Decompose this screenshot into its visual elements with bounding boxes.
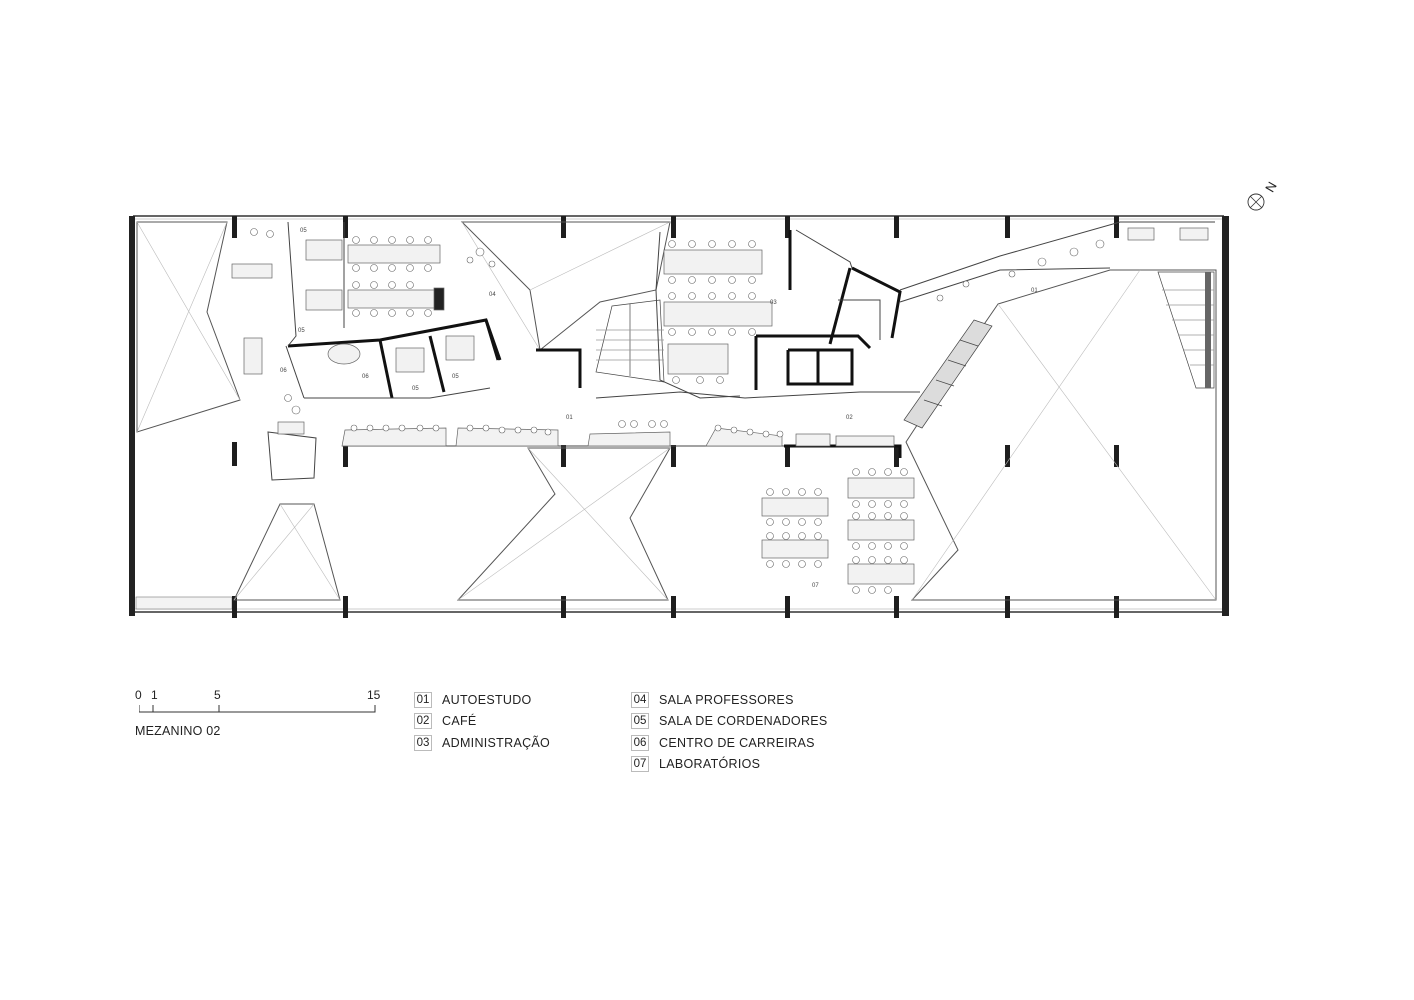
legend-item: 05 SALA DE CORDENADORES bbox=[631, 711, 828, 733]
room-tag: 06 bbox=[362, 374, 369, 380]
room-tag: 05 bbox=[452, 374, 459, 380]
legend-number: 06 bbox=[631, 734, 649, 751]
north-label: N bbox=[1262, 179, 1280, 195]
room-tag: 01 bbox=[1031, 288, 1038, 294]
legend-label: CAFÉ bbox=[442, 714, 477, 729]
plan-title: MEZANINO 02 bbox=[135, 724, 221, 738]
building-outline bbox=[129, 215, 1229, 616]
scale-tick-label: 0 bbox=[135, 688, 142, 702]
legend-label: SALA DE CORDENADORES bbox=[659, 714, 828, 729]
legend-item: 02 CAFÉ bbox=[414, 711, 550, 733]
scale-tick-label: 5 bbox=[214, 688, 221, 702]
room-tag: 06 bbox=[280, 368, 287, 374]
legend-item: 04 SALA PROFESSORES bbox=[631, 689, 828, 711]
room-tag: 03 bbox=[770, 300, 777, 306]
legend-label: ADMINISTRAÇÃO bbox=[442, 735, 551, 750]
legend-item: 01 AUTOESTUDO bbox=[414, 689, 550, 711]
legend-item: 03 ADMINISTRAÇÃO bbox=[414, 732, 550, 754]
legend-column-right: 04 SALA PROFESSORES 05 SALA DE CORDENADO… bbox=[631, 689, 828, 775]
room-tag: 05 bbox=[412, 386, 419, 392]
legend-number: 04 bbox=[631, 691, 649, 708]
columns bbox=[232, 216, 1119, 618]
legend-number: 05 bbox=[631, 713, 649, 730]
legend-number: 03 bbox=[414, 734, 432, 751]
north-arrow: N bbox=[1247, 179, 1280, 211]
chairs bbox=[250, 228, 1105, 594]
legend-column-left: 01 AUTOESTUDO 02 CAFÉ 03 ADMINISTRAÇÃO bbox=[414, 689, 550, 754]
partitions bbox=[285, 221, 881, 399]
scale-line bbox=[139, 705, 376, 713]
legend-label: LABORATÓRIOS bbox=[659, 757, 761, 772]
room-tag: 02 bbox=[846, 415, 853, 421]
furniture bbox=[231, 227, 1209, 585]
scale-tick-label: 1 bbox=[151, 688, 158, 702]
room-tag: 01 bbox=[566, 415, 573, 421]
slab-edges bbox=[342, 221, 1215, 447]
legend-item: 06 CENTRO DE CARREIRAS bbox=[631, 732, 828, 754]
legend-label: AUTOESTUDO bbox=[442, 692, 532, 707]
atrium-voids bbox=[136, 221, 1217, 601]
legend-label: SALA PROFESSORES bbox=[659, 692, 794, 707]
room-tag: 05 bbox=[298, 328, 305, 334]
legend-item: 07 LABORATÓRIOS bbox=[631, 754, 828, 776]
legend-label: CENTRO DE CARREIRAS bbox=[659, 735, 815, 750]
room-tag: 04 bbox=[489, 292, 496, 298]
walls bbox=[287, 230, 902, 458]
legend-number: 01 bbox=[414, 691, 432, 708]
scale-tick-label: 15 bbox=[367, 688, 381, 702]
scale-bar: 0 1 5 15 MEZANINO 02 bbox=[135, 688, 380, 748]
room-tag: 07 bbox=[812, 583, 819, 589]
room-tag: 05 bbox=[300, 228, 307, 234]
room-tags: 01 01 02 03 04 05 05 05 05 06 06 07 bbox=[280, 228, 1038, 589]
floor-plan: N 01 01 02 03 04 05 05 05 05 06 06 07 bbox=[129, 179, 1280, 618]
legend-number: 02 bbox=[414, 713, 432, 730]
legend-number: 07 bbox=[631, 756, 649, 773]
